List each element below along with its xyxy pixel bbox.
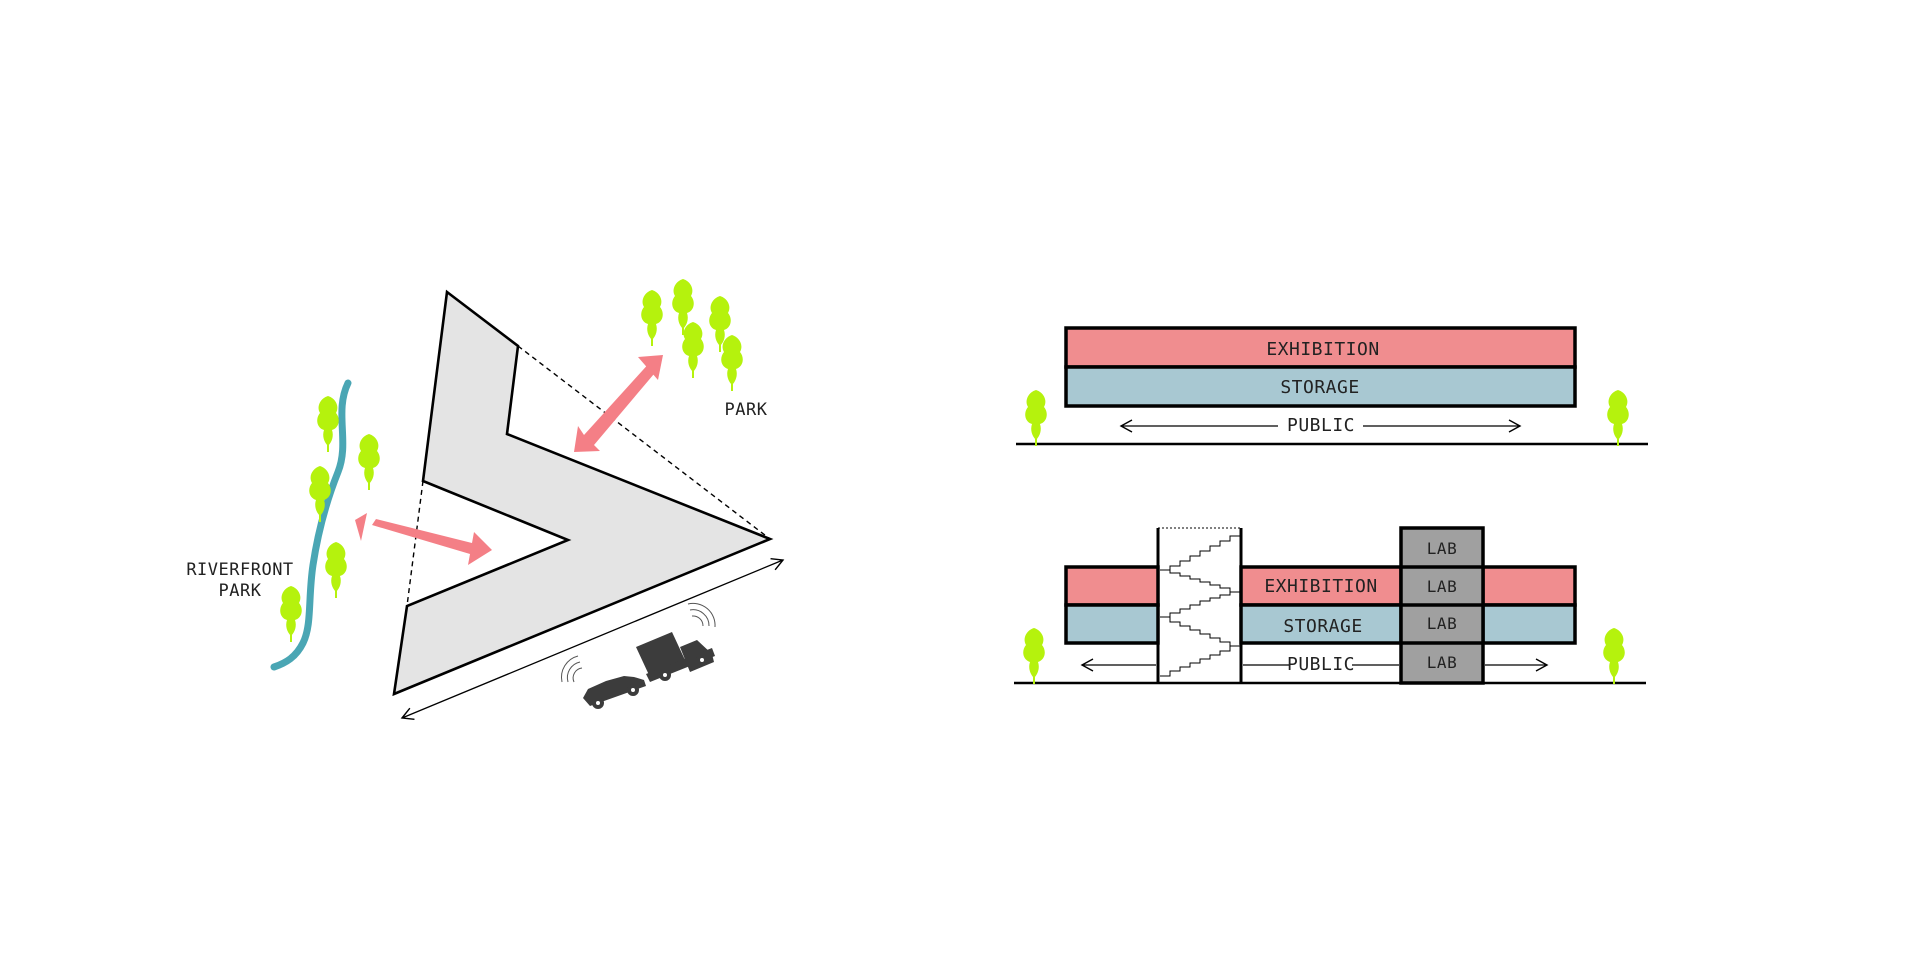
section-top: EXHIBITION STORAGE PUBLIC [1016, 326, 1648, 446]
lab-label: LAB [1427, 653, 1457, 672]
storage-band-right [1481, 603, 1577, 645]
lab-label: LAB [1427, 614, 1457, 633]
tree-icon [682, 322, 704, 378]
tree-icon [721, 335, 743, 391]
site-plan: RIVERFRONT PARK PARK [186, 279, 785, 721]
river-connection-arrow [355, 513, 492, 565]
river [270, 379, 352, 671]
public-label: PUBLIC [1287, 654, 1355, 675]
tree-icon [1025, 390, 1047, 446]
lab-label: LAB [1427, 577, 1457, 596]
storage-label: STORAGE [1280, 377, 1359, 398]
stair-core [1156, 527, 1243, 683]
tree-icon [280, 586, 302, 642]
tree-icon [358, 434, 380, 490]
dashed-site-line-ne [517, 345, 771, 540]
street-frontage-arrow [400, 557, 785, 721]
tree-icon [317, 396, 339, 452]
public-label: PUBLIC [1287, 415, 1355, 436]
park-connection-arrow [574, 355, 663, 452]
tree-icon [1023, 628, 1045, 684]
building-footprint [392, 289, 774, 697]
section-bottom: LAB LAB LAB LAB EXHIBITION STORAGE PUBLI… [1014, 526, 1646, 685]
riverfront-park-label: PARK [219, 581, 262, 601]
storage-band-left [1064, 603, 1160, 645]
truck-icon [636, 632, 715, 682]
exhibition-band [1064, 326, 1577, 369]
storage-band [1064, 365, 1577, 408]
exhibition-band-right [1481, 565, 1577, 607]
exhibition-band-left [1064, 565, 1160, 607]
tree-icon [641, 290, 663, 346]
exhibition-label: EXHIBITION [1264, 576, 1377, 597]
signal-waves-icon [561, 655, 583, 683]
tree-icon [325, 542, 347, 598]
lab-label: LAB [1427, 539, 1457, 558]
tree-icon [1603, 628, 1625, 684]
signal-waves-icon [687, 602, 716, 628]
car-icon [583, 676, 646, 709]
exhibition-label: EXHIBITION [1266, 339, 1379, 360]
dashed-site-line-w [406, 480, 424, 607]
storage-label: STORAGE [1283, 616, 1362, 637]
park-label: PARK [725, 400, 768, 420]
riverfront-park-label: RIVERFRONT [186, 560, 293, 580]
tree-icon [1607, 390, 1629, 446]
